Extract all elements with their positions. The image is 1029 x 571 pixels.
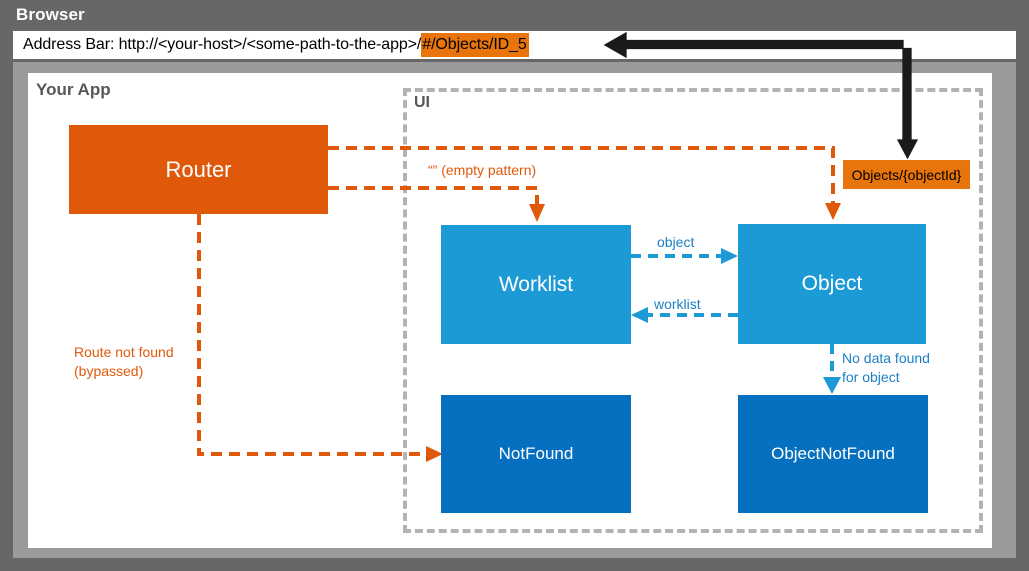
node-notfound[interactable]: NotFound — [441, 395, 631, 513]
address-bar[interactable]: Address Bar: http://<your-host>/<some-pa… — [13, 31, 1016, 59]
node-router[interactable]: Router — [69, 125, 328, 214]
app-title: Your App — [36, 80, 111, 99]
ui-container-label: UI — [411, 94, 433, 112]
annotation-no-data-found: No data found for object — [842, 350, 930, 385]
annotation-empty-pattern: “” (empty pattern) — [428, 162, 537, 178]
browser-title: Browser — [16, 5, 85, 24]
address-bar-hash-fragment: #/Objects/ID_5 — [421, 33, 529, 57]
node-object[interactable]: Object — [738, 224, 926, 344]
node-objectnotfound[interactable]: ObjectNotFound — [738, 395, 928, 513]
annotation-route-not-found: Route not found (bypassed) — [74, 344, 174, 379]
annotation-worklist-nav: worklist — [654, 296, 701, 312]
address-bar-base-url: Address Bar: http://<your-host>/<some-pa… — [23, 36, 422, 53]
chip-object-route-pattern: Objects/{objectId} — [843, 160, 970, 189]
annotation-object-nav: object — [657, 234, 695, 250]
node-worklist[interactable]: Worklist — [441, 225, 631, 344]
